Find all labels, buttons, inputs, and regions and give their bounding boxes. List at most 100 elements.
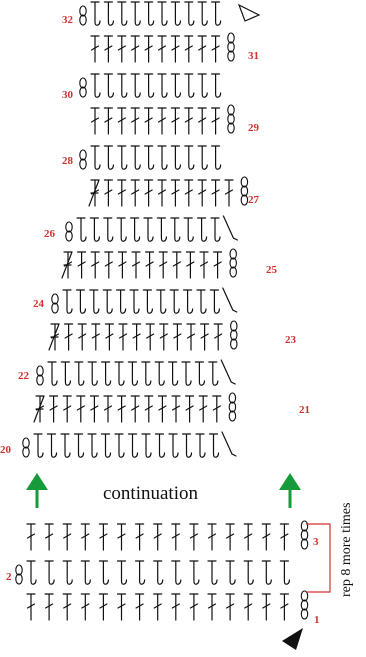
double-crochet-stitch	[77, 251, 87, 279]
decrease-stitch	[220, 359, 236, 385]
stitch-row-1	[26, 590, 309, 621]
continuation-arrow-left	[26, 473, 48, 508]
single-crochet-stitch	[210, 217, 221, 242]
chain-stitch	[22, 446, 30, 458]
chain-stitch	[51, 302, 59, 314]
single-crochet-stitch	[181, 433, 193, 458]
double-crochet-stitch	[184, 107, 194, 135]
single-crochet-stitch	[89, 217, 100, 242]
repeat-note: rep 8 more times	[339, 503, 354, 597]
decrease-stitch	[222, 287, 238, 313]
double-crochet-stitch	[117, 251, 127, 279]
single-crochet-stitch	[156, 217, 167, 242]
single-crochet-stitch	[154, 433, 166, 458]
row-label-2: 2	[6, 571, 12, 583]
chain-stitch	[229, 248, 237, 260]
single-crochet-stitch	[211, 145, 222, 170]
single-crochet-stitch	[279, 560, 290, 585]
row-label-25: 25	[266, 264, 278, 276]
double-crochet-stitch	[212, 395, 222, 423]
double-crochet-stitch	[243, 593, 253, 621]
double-crochet-stitch	[49, 395, 59, 423]
stitch-row-23	[48, 320, 238, 351]
continuation-caption: continuation	[103, 483, 198, 504]
single-crochet-stitch	[74, 361, 85, 386]
chain-stitch	[300, 529, 309, 541]
single-crochet-stitch	[60, 361, 71, 386]
single-crochet-stitch	[144, 145, 155, 170]
single-crochet-stitch	[80, 560, 91, 585]
continuation-arrow-right	[279, 473, 301, 508]
single-crochet-stitch	[127, 433, 139, 458]
double-crochet-stitch	[77, 323, 87, 351]
stitch-row-26	[65, 215, 238, 242]
single-crochet-stitch	[157, 73, 168, 98]
stitch-row-31	[90, 32, 235, 63]
row-label-31: 31	[248, 50, 259, 62]
single-crochet-stitch	[130, 73, 141, 98]
double-crochet-stitch	[103, 179, 113, 207]
double-crochet-stitch	[116, 523, 127, 551]
chain-stitch	[300, 599, 309, 611]
double-crochet-stitch	[171, 523, 181, 551]
chain-stitch	[227, 41, 235, 53]
double-crochet-stitch	[103, 395, 113, 423]
single-crochet-stitch	[75, 289, 86, 314]
chain-stitch	[227, 113, 235, 125]
double-crochet-stitch	[159, 323, 169, 351]
double-crochet-stitch	[144, 107, 154, 135]
double-crochet-stitch	[44, 593, 54, 621]
double-crochet-stitch	[90, 107, 100, 135]
chain-stitch	[79, 86, 87, 98]
double-crochet-stitch	[172, 323, 182, 351]
row-label-27: 27	[248, 194, 260, 206]
single-crochet-stitch	[184, 73, 195, 98]
single-crochet-stitch	[101, 361, 112, 386]
decrease-stitch	[88, 179, 100, 207]
double-crochet-stitch	[199, 251, 209, 279]
double-crochet-stitch	[211, 179, 221, 207]
single-crochet-stitch	[116, 217, 127, 242]
single-crochet-stitch	[130, 145, 141, 170]
single-crochet-stitch	[103, 1, 114, 26]
double-crochet-stitch	[62, 593, 72, 621]
single-crochet-stitch	[44, 560, 55, 585]
double-crochet-stitch	[170, 107, 180, 135]
double-crochet-stitch	[197, 35, 207, 63]
double-crochet-stitch	[261, 523, 271, 551]
decrease-stitch	[61, 251, 73, 279]
single-crochet-stitch	[181, 361, 192, 386]
single-crochet-stitch	[156, 289, 167, 314]
single-crochet-stitch	[154, 361, 165, 386]
single-crochet-stitch	[144, 1, 155, 26]
single-crochet-stitch	[261, 560, 272, 585]
single-crochet-stitch	[117, 73, 128, 98]
chain-stitch	[51, 293, 59, 305]
double-crochet-stitch	[90, 35, 100, 63]
double-crochet-stitch	[135, 523, 145, 551]
chain-stitch	[36, 374, 44, 386]
double-crochet-stitch	[224, 179, 234, 207]
double-crochet-stitch	[104, 323, 114, 351]
chain-stitch	[22, 437, 30, 449]
chain-stitch	[300, 608, 309, 620]
chain-stitch	[228, 392, 237, 404]
row-label-29: 29	[248, 122, 260, 134]
single-crochet-stitch	[103, 217, 114, 242]
chain-stitch	[229, 266, 237, 278]
single-crochet-stitch	[194, 361, 205, 386]
single-crochet-stitch	[117, 1, 128, 26]
single-crochet-stitch	[116, 289, 127, 314]
start-arrowhead-icon	[282, 628, 303, 650]
double-crochet-stitch	[135, 593, 145, 621]
double-crochet-stitch	[117, 395, 127, 423]
single-crochet-stitch	[209, 289, 220, 314]
single-crochet-stitch	[171, 560, 182, 585]
single-crochet-stitch	[117, 145, 128, 170]
repeat-bracket	[306, 523, 331, 593]
single-crochet-stitch	[211, 1, 222, 26]
double-crochet-stitch	[130, 179, 140, 207]
double-crochet-stitch	[197, 179, 207, 207]
row-label-30: 30	[62, 89, 74, 101]
double-crochet-stitch	[279, 523, 289, 551]
